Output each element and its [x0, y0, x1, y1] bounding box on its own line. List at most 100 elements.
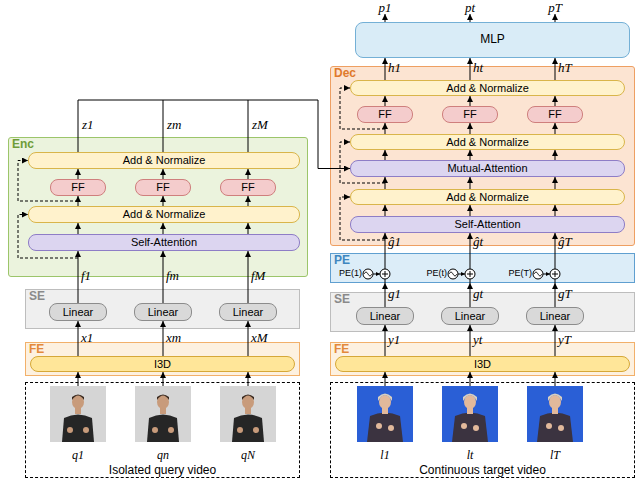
video-frame: l1 — [357, 386, 413, 462]
query-frame-image — [135, 386, 191, 442]
block-title: Enc — [12, 138, 34, 151]
output-arrow — [555, 14, 556, 22]
add-normalize-box: Add & Normalize — [28, 152, 300, 169]
encoder-block: EncAdd & NormalizeFFFFFFAdd & NormalizeS… — [8, 137, 308, 277]
output-arrow — [470, 14, 471, 22]
variable-label: yT — [558, 333, 571, 347]
variable-label: gT — [558, 287, 572, 301]
box-label: FF — [378, 108, 391, 120]
linear-box: Linear — [441, 307, 499, 325]
decoder-block: DecAdd & NormalizeFFFFFFAdd & NormalizeM… — [330, 66, 635, 246]
query-frame-image — [220, 386, 276, 442]
pe-label: PE(1) — [330, 268, 362, 279]
linear-box: Linear — [134, 303, 192, 321]
self-attention-box: Self-Attention — [28, 234, 300, 251]
box-label: FF — [71, 181, 84, 193]
feature-extractor-band: FE I3D — [25, 342, 300, 376]
self-attention-box: Self-Attention — [350, 216, 625, 233]
output-arrow — [385, 14, 386, 22]
variable-label: ht — [473, 61, 483, 75]
block-title: Dec — [334, 67, 356, 80]
box-label: Linear — [233, 306, 264, 318]
variable-label: hT — [558, 61, 572, 75]
i3d-box: I3D — [335, 356, 630, 372]
feed-forward-box: FF — [442, 106, 498, 123]
target-frame-image — [527, 386, 583, 442]
box-label: Linear — [63, 306, 94, 318]
box-label: Linear — [455, 310, 486, 322]
variable-label: gt — [473, 287, 483, 301]
feed-forward-box: FF — [220, 179, 276, 196]
box-label: I3D — [474, 358, 491, 370]
video-frame: qn — [135, 386, 191, 462]
output-label: pt — [460, 1, 480, 15]
box-label: Add & Normalize — [123, 154, 206, 166]
box-label: Add & Normalize — [446, 191, 529, 203]
linear-box: Linear — [219, 303, 277, 321]
box-label: Linear — [148, 306, 179, 318]
feed-forward-box: FF — [135, 179, 191, 196]
box-label: MLP — [480, 33, 505, 46]
variable-label: h1 — [388, 61, 401, 75]
block-title: SE — [334, 293, 350, 306]
feed-forward-box: FF — [50, 179, 106, 196]
output-arrows — [385, 14, 555, 22]
add-normalize-box: Add & Normalize — [28, 206, 300, 223]
video-frame: lT — [527, 386, 583, 462]
video-frame-group: Isolated query video q1 qn qN — [25, 382, 300, 478]
variable-label: fM — [251, 269, 265, 283]
video-frame: qN — [220, 386, 276, 462]
variable-label: xM — [251, 331, 268, 345]
variable-label: f1 — [81, 269, 91, 283]
add-normalize-box: Add & Normalize — [350, 134, 625, 150]
block-title: FE — [334, 343, 349, 356]
output-label: pT — [545, 1, 565, 15]
variable-label: zm — [167, 118, 189, 132]
variable-label: fm — [166, 269, 179, 283]
linear-box: Linear — [356, 307, 414, 325]
box-label: l1 — [380, 449, 389, 462]
box-label: Isolated query video — [109, 464, 216, 477]
box-label: Self-Attention — [454, 218, 520, 230]
variable-label: y1 — [388, 333, 400, 347]
box-label: q1 — [72, 449, 84, 462]
variable-label: x1 — [81, 331, 93, 345]
video-frame-group: Continuous target video l1 lt lT — [330, 382, 635, 478]
variable-label: zM — [252, 118, 274, 132]
variable-label: xm — [166, 331, 181, 345]
variable-label: ĝ1 — [388, 235, 401, 249]
target-frame-image — [357, 386, 413, 442]
add-normalize-box: Add & Normalize — [350, 80, 625, 96]
variable-label: yt — [473, 333, 482, 347]
box-label: lT — [550, 449, 560, 462]
feed-forward-box: FF — [527, 106, 583, 123]
linear-box: Linear — [526, 307, 584, 325]
embedding-band: SE Linear Linear Linear — [25, 289, 300, 329]
box-label: Linear — [540, 310, 571, 322]
box-label: Add & Normalize — [123, 208, 206, 220]
i3d-box: I3D — [30, 356, 295, 372]
block-title: SE — [29, 290, 45, 303]
box-label: I3D — [154, 358, 171, 370]
video-frame: lt — [442, 386, 498, 462]
variable-label: ĝt — [473, 235, 483, 249]
box-label: FF — [463, 108, 476, 120]
add-normalize-box: Add & Normalize — [350, 189, 625, 205]
positional-encoding-band: PE — [330, 253, 635, 283]
box-label: qN — [241, 449, 255, 462]
box-label: lt — [467, 449, 474, 462]
video-frames — [50, 386, 583, 442]
box-label: Continuous target video — [419, 464, 546, 477]
target-frame-image — [442, 386, 498, 442]
block-title: PE — [334, 254, 350, 267]
mlp-box: MLP — [355, 22, 630, 58]
variable-label: ĝT — [558, 235, 572, 249]
box-label: qn — [157, 449, 169, 462]
box-label: FF — [156, 181, 169, 193]
mutual-attention-box: Mutual-Attention — [350, 160, 625, 177]
box-label: FF — [548, 108, 561, 120]
query-frame-image — [50, 386, 106, 442]
box-label: Add & Normalize — [446, 136, 529, 148]
block-title: FE — [29, 343, 44, 356]
